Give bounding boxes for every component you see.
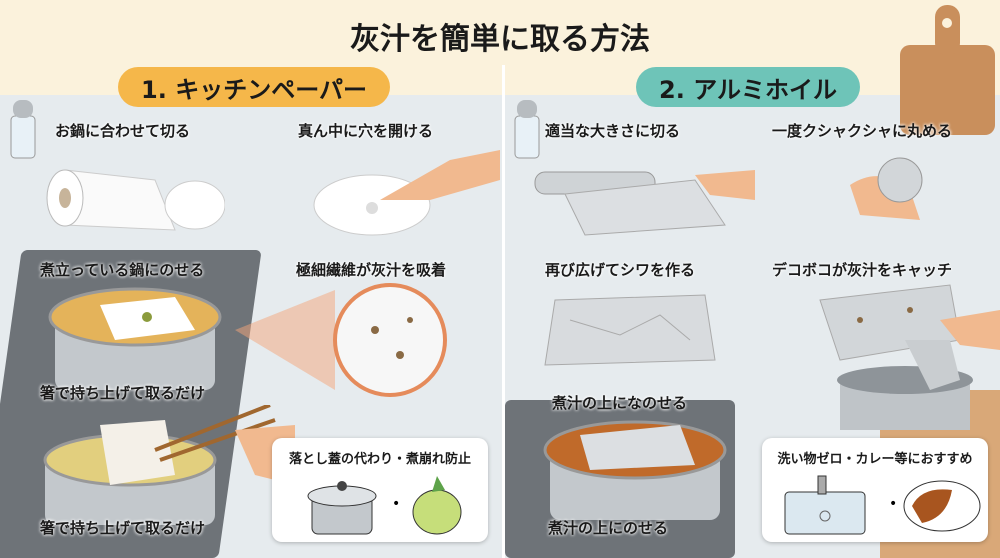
section-badge-foil: 2. アルミホイル <box>636 67 860 107</box>
chopsticks-pot-illustration <box>43 405 295 525</box>
pot-with-lid-icon <box>307 481 377 535</box>
salt-shaker-icon <box>10 100 36 159</box>
paper-hole-illustration <box>313 150 500 236</box>
page-title: 灰汁を簡単に取る方法 <box>350 22 650 57</box>
step-label: 極細繊維が灰汁を吸着 <box>296 261 447 279</box>
step-label: 煮立っている鍋にのせる <box>40 261 205 279</box>
section-divider <box>502 65 505 558</box>
separator-dot: • <box>392 496 401 512</box>
separator-dot: • <box>889 496 898 512</box>
paper-roll-illustration <box>46 169 225 231</box>
step-label: 箸で持ち上げて取るだけ <box>40 519 206 537</box>
step-label: 箸で持ち上げて取るだけ <box>40 384 206 402</box>
step-label: デコボコが灰汁をキャッチ <box>772 261 953 279</box>
salt-shaker-icon <box>514 100 540 159</box>
absorb-zoom-illustration <box>235 283 447 397</box>
section-badge-paper: 1. キッチンペーパー <box>118 67 390 107</box>
step-label: お鍋に合わせて切る <box>55 122 191 140</box>
curry-plate-icon <box>903 480 981 532</box>
cutting-board-icon <box>900 5 995 135</box>
sink-icon <box>784 475 866 535</box>
step-label: 煮汁の上になのせる <box>552 394 688 412</box>
step-label: 再び広げてシワを作る <box>545 261 696 279</box>
foil-trash-illustration <box>819 284 1000 430</box>
pot-with-paper-illustration <box>48 287 222 390</box>
step-label: 適当な大きさに切る <box>545 122 681 140</box>
foil-roll-illustration <box>534 170 755 236</box>
tip-box-foil: 洗い物ゼロ・カレー等におすすめ • <box>762 438 988 542</box>
crumpled-foil-illustration <box>850 157 923 220</box>
step-label: 煮汁の上にのせる <box>548 519 669 537</box>
step-label: 一度クシャクシャに丸める <box>772 122 953 140</box>
curry-pot-foil-illustration <box>543 420 727 520</box>
tip-box-paper: 落とし蓋の代わり・煮崩れ防止 • <box>272 438 488 542</box>
tip-text: 落とし蓋の代わり・煮崩れ防止 <box>288 452 471 467</box>
step-label: 真ん中に穴を開ける <box>298 122 434 140</box>
tip-text: 洗い物ゼロ・カレー等におすすめ <box>777 452 973 467</box>
wrinkled-foil-illustration <box>544 294 716 366</box>
turnip-icon <box>412 476 462 535</box>
